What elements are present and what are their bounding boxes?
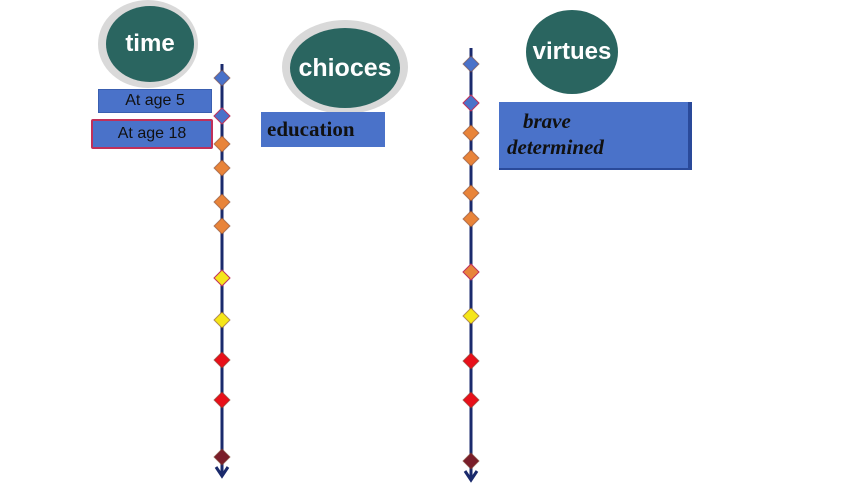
virtues-marker-7 bbox=[462, 263, 480, 281]
time-marker-3 bbox=[213, 135, 231, 153]
virtues-marker-2 bbox=[462, 94, 480, 112]
virtue-item-brave: brave bbox=[523, 109, 571, 133]
time-marker-10 bbox=[213, 391, 231, 409]
time-label-age-5: At age 5 bbox=[98, 89, 212, 113]
virtues-arrow-head bbox=[463, 470, 479, 483]
virtues-marker-6 bbox=[462, 210, 480, 228]
virtues-marker-11 bbox=[462, 452, 480, 470]
virtues-marker-3 bbox=[462, 124, 480, 142]
time-label-age-18: At age 18 bbox=[91, 119, 213, 149]
virtues-bubble: virtues bbox=[526, 10, 618, 94]
time-marker-9 bbox=[213, 351, 231, 369]
time-marker-1 bbox=[213, 69, 231, 87]
virtues-marker-9 bbox=[462, 352, 480, 370]
virtues-marker-1 bbox=[462, 55, 480, 73]
virtues-marker-10 bbox=[462, 391, 480, 409]
virtues-timeline bbox=[462, 48, 480, 483]
virtues-marker-4 bbox=[462, 149, 480, 167]
virtues-marker-5 bbox=[462, 184, 480, 202]
time-marker-6 bbox=[213, 217, 231, 235]
time-marker-5 bbox=[213, 193, 231, 211]
choice-item-education: education bbox=[267, 117, 355, 141]
time-marker-8 bbox=[213, 311, 231, 329]
choices-bubble: chioces bbox=[290, 28, 400, 108]
time-marker-7 bbox=[213, 269, 231, 287]
time-bubble: time bbox=[106, 6, 194, 82]
virtues-marker-8 bbox=[462, 307, 480, 325]
time-marker-11 bbox=[213, 448, 231, 466]
time-marker-4 bbox=[213, 159, 231, 177]
virtue-item-determined: determined bbox=[507, 135, 604, 159]
virtues-box: brave determined bbox=[499, 102, 692, 170]
time-timeline bbox=[213, 64, 231, 479]
time-marker-2 bbox=[213, 107, 231, 125]
choices-box: education bbox=[261, 112, 385, 147]
time-arrow-head bbox=[214, 466, 230, 479]
